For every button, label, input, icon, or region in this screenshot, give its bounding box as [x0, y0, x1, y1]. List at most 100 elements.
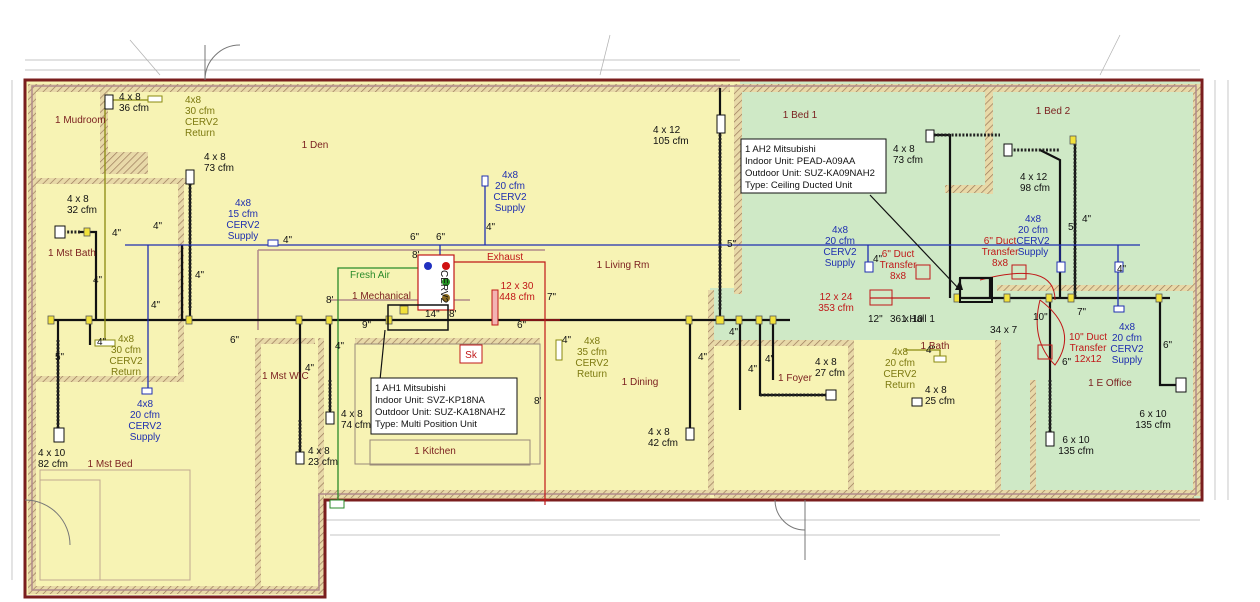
mst-supply-label-line-3: CERV2: [128, 421, 162, 432]
den-supply-label-line-3: CERV2: [226, 220, 260, 231]
duct-size-label-15: 9": [362, 320, 372, 331]
dining-return-label-line-2: 35 cfm: [577, 347, 607, 358]
mudroom-return-label-line-3: CERV2: [185, 117, 219, 128]
register-icon: [1003, 143, 1013, 157]
ah1-callout: [370, 377, 518, 435]
ah1-return-label-line-2: 448 cfm: [499, 292, 535, 303]
office-register-label-1-line-2: 135 cfm: [1135, 420, 1171, 431]
register-icon: [685, 427, 695, 441]
register-icon: [141, 387, 153, 395]
duct-size-label-11: 6": [410, 232, 420, 243]
register-icon: [325, 411, 335, 425]
ah2-callout: [740, 138, 887, 194]
office-supply-label-line-2: 20 cfm: [1112, 333, 1142, 344]
room-label-mudroom: 1 Mudroom: [55, 115, 106, 126]
den-register-label-line-1: 4 x 8: [204, 152, 226, 163]
register-icon: [1114, 261, 1124, 273]
mst-return-label-line-4: Return: [111, 367, 141, 378]
register-icon: [911, 397, 923, 407]
fresh-air-label: Fresh Air: [350, 270, 391, 281]
duct-size-label-23: 4": [335, 341, 345, 352]
duct-size-label-33: 34 x 7: [990, 325, 1018, 336]
bath-return-label-line-1: 4x8: [892, 347, 909, 358]
exhaust-label: Exhaust: [487, 252, 523, 263]
register-icon: [491, 289, 499, 326]
ah2-callout-text-line-2: Indoor Unit: PEAD-A09AA: [745, 156, 856, 167]
duct-size-label-34: 10": [1033, 312, 1048, 323]
duct-size-label-40: 4": [1117, 264, 1127, 275]
mst-bed-register-label-line-2: 82 cfm: [38, 459, 68, 470]
office-register-label-2-line-1: 6 x 10: [1062, 435, 1090, 446]
office-supply-label-line-4: Supply: [1112, 355, 1143, 366]
den-register-label-line-2: 73 cfm: [204, 163, 234, 174]
mst-supply-label-line-1: 4x8: [137, 399, 154, 410]
room-label-den: 1 Den: [302, 140, 329, 151]
dining-return-label-line-3: CERV2: [575, 358, 609, 369]
register-icon: [1175, 377, 1187, 393]
duct-size-label-10: 6": [230, 335, 240, 346]
register-icon: [147, 95, 163, 103]
transfer-label-1-line-2: Transfer: [880, 260, 918, 271]
bed1-register-label-line-1: 4 x 8: [893, 144, 915, 155]
register-icon: [267, 239, 279, 247]
duct-size-label-22: 4": [305, 363, 315, 374]
transfer-label-1-line-1: 6" Duct: [882, 249, 915, 260]
dining-register-label-line-1: 4 x 8: [648, 427, 670, 438]
register-icon: [104, 94, 114, 110]
cerv-exhaust-ducts: [452, 261, 1066, 505]
bed2-register-label-line-1: 4 x 12: [1020, 172, 1048, 183]
mst-return-label-line-2: 30 cfm: [111, 345, 141, 356]
bed1-supply-label-line-4: Supply: [825, 258, 856, 269]
register-icon: [925, 129, 935, 143]
duct-size-label-29: 4": [873, 254, 883, 265]
duct-size-label-2: 4": [93, 275, 103, 286]
duct-size-label-32: 36 x 10: [890, 314, 923, 325]
duct-size-label-3: 4": [195, 270, 205, 281]
duct-size-label-13: 8': [326, 295, 334, 306]
room-label-office: 1 E Office: [1088, 378, 1132, 389]
duct-size-label-4: 4": [283, 235, 293, 246]
den-supply-label-line-2: 15 cfm: [228, 209, 258, 220]
room-label-hall: 1 Hall 1: [901, 314, 935, 325]
room-label-bath: 1 Bath: [921, 341, 950, 352]
duct-size-label-1: 4": [112, 228, 122, 239]
register-icon: [53, 427, 65, 443]
duct-size-label-31: 12": [868, 314, 883, 325]
living-supply-label-line-4: Supply: [495, 203, 526, 214]
room-label-mechanical: 1 Mechanical: [352, 291, 411, 302]
dining-return-label-line-1: 4x8: [584, 336, 601, 347]
transfer-label-3-line-2: Transfer: [1070, 343, 1108, 354]
bath-register-label-line-2: 32 cfm: [67, 205, 97, 216]
bath-return-label-line-2: 20 cfm: [885, 358, 915, 369]
room-label-mst-bath: 1 Mst Bath: [48, 248, 96, 259]
duct-size-label-14: 8': [412, 250, 420, 261]
living-register-label-line-1: 4 x 12: [653, 125, 681, 136]
bath-register-label-2-line-1: 4 x 8: [925, 385, 947, 396]
living-register-label-line-2: 105 cfm: [653, 136, 689, 147]
duct-size-label-6: 4": [151, 300, 161, 311]
duct-size-label-9: 4": [97, 337, 107, 348]
mst-supply-label-line-2: 20 cfm: [130, 410, 160, 421]
sink-label: Sk: [465, 350, 478, 361]
register-icon: [295, 451, 305, 465]
bath-return-label-line-3: CERV2: [883, 369, 917, 380]
ah1-callout-text-line-1: 1 AH1 Mitsubishi: [375, 383, 446, 394]
bed2-register-label-line-2: 98 cfm: [1020, 183, 1050, 194]
duct-size-label-30: 4": [926, 345, 936, 356]
duct-size-label-5: 4": [486, 222, 496, 233]
mst-return-label-line-1: 4x8: [118, 334, 135, 345]
ah1-callout-text-line-3: Outdoor Unit: SUZ-KA18NAHZ: [375, 407, 506, 418]
living-supply-label-line-1: 4x8: [502, 170, 519, 181]
ah1-callout-text-line-4: Type: Multi Position Unit: [375, 419, 477, 430]
mudroom-return-label-line-1: 4x8: [185, 95, 202, 106]
transfer-label-2-line-1: 6" Duct: [984, 236, 1017, 247]
mudroom-return-label-line-2: 30 cfm: [185, 106, 215, 117]
wic-register-label-line-2: 23 cfm: [308, 457, 338, 468]
dining-return-label-line-4: Return: [577, 369, 607, 380]
register-icon: [933, 355, 947, 363]
duct-size-label-26: 4": [729, 327, 739, 338]
room-label-dining: 1 Dining: [622, 377, 659, 388]
duct-size-label-20: 4": [562, 335, 572, 346]
kitchen-register-label-line-1: 4 x 8: [341, 409, 363, 420]
mudroom-register-label-line-1: 4 x 8: [119, 92, 141, 103]
